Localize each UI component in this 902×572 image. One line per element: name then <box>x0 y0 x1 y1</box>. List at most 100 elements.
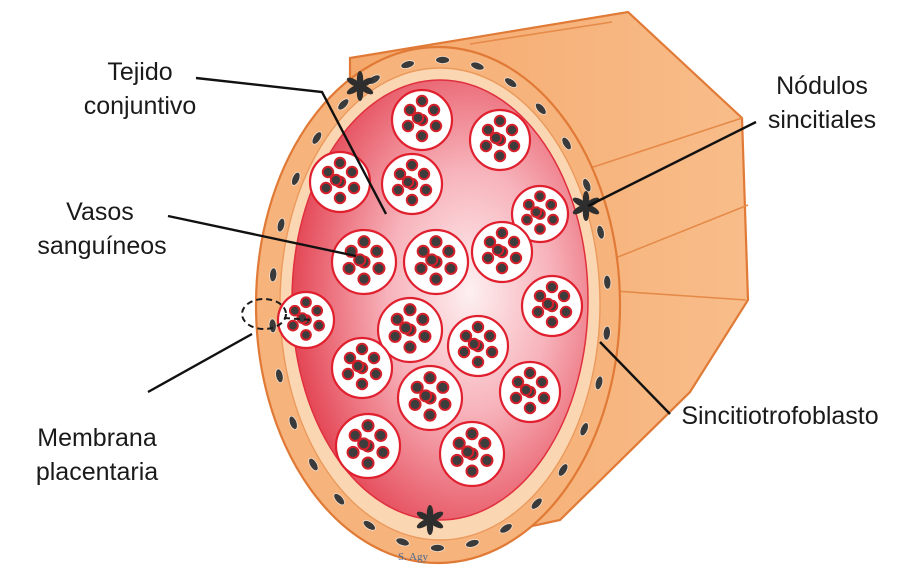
blood-cell <box>525 403 535 413</box>
label-vasos-line1: Vasos <box>66 198 134 226</box>
blood-cell <box>314 321 324 331</box>
blood-vessel <box>332 338 392 398</box>
blood-cell <box>417 96 427 106</box>
blood-vessel <box>440 422 504 486</box>
blood-cell <box>413 113 423 123</box>
blood-cell <box>358 236 369 247</box>
blood-cell <box>497 228 507 238</box>
label-tejido-conjuntivo: Tejido conjuntivo <box>84 58 197 120</box>
blood-cell <box>548 215 558 225</box>
blood-cell <box>403 121 413 131</box>
blood-cell <box>417 314 428 325</box>
blood-cell <box>543 299 553 309</box>
blood-cell <box>466 428 477 439</box>
blood-cell <box>487 347 497 357</box>
blood-cell <box>321 183 331 193</box>
blood-cell <box>403 177 413 187</box>
blood-cell <box>407 195 417 205</box>
blood-cell <box>348 447 359 458</box>
blood-cell <box>454 438 465 449</box>
label-tejido-line2: conjuntivo <box>84 92 197 120</box>
blood-vessel <box>522 276 582 336</box>
blood-cell <box>495 151 505 161</box>
blood-cell <box>419 169 429 179</box>
blood-cell <box>525 368 535 378</box>
blood-cell <box>400 322 411 333</box>
label-vasos-line2: sanguíneos <box>37 232 166 260</box>
blood-cell <box>344 263 355 274</box>
blood-vessel <box>336 414 400 478</box>
blood-cell <box>483 253 493 263</box>
blood-cell <box>349 183 359 193</box>
blood-cell <box>331 175 341 185</box>
syncytial-nucleus <box>436 56 450 64</box>
blood-cell <box>539 393 549 403</box>
blood-cell <box>420 390 431 401</box>
blood-vessel <box>472 222 532 282</box>
blood-cell <box>535 224 545 234</box>
blood-cell <box>358 274 369 285</box>
blood-cell <box>424 372 435 383</box>
blood-vessel <box>332 230 396 294</box>
artist-signature: S. Agy <box>398 551 428 563</box>
blood-cell <box>531 207 541 217</box>
blood-cell <box>404 304 415 315</box>
blood-cell <box>452 455 463 466</box>
blood-cell <box>473 357 483 367</box>
blood-cell <box>426 254 437 265</box>
blood-cell <box>421 185 431 195</box>
blood-cell <box>547 317 557 327</box>
blood-vessel <box>310 152 370 212</box>
blood-cell <box>430 236 441 247</box>
blood-cell <box>312 306 322 316</box>
blood-cell <box>522 215 532 225</box>
blood-cell <box>375 430 386 441</box>
blood-cell <box>347 167 357 177</box>
blood-vessel <box>382 154 442 214</box>
blood-vessel <box>470 110 530 170</box>
label-vasos-sanguineos: Vasos sanguíneos <box>37 198 166 260</box>
blood-cell <box>410 399 421 410</box>
leader-membrana <box>148 334 252 392</box>
blood-cell <box>559 291 569 301</box>
blood-cell <box>393 185 403 195</box>
blood-cell <box>430 274 441 285</box>
blood-cell <box>301 297 311 307</box>
blood-cell <box>357 344 367 354</box>
blood-cell <box>301 330 311 340</box>
blood-cell <box>390 331 401 342</box>
blood-cell <box>369 353 379 363</box>
blood-cell <box>416 263 427 274</box>
blood-cell <box>511 393 521 403</box>
label-nodulos-sincitiales: Nódulos sincitiales <box>768 72 876 134</box>
blood-cell <box>424 410 435 421</box>
blood-cell <box>343 369 353 379</box>
blood-cell <box>466 466 477 477</box>
blood-cell <box>497 263 507 273</box>
blood-cell <box>373 263 384 274</box>
label-sincitiotrofoblasto: Sincitiotrofoblasto <box>681 402 878 430</box>
blood-cell <box>439 399 450 410</box>
blood-cell <box>353 361 363 371</box>
blood-cell <box>377 447 388 458</box>
label-nodulos-line1: Nódulos <box>776 72 868 100</box>
blood-cell <box>431 121 441 131</box>
blood-cell <box>358 438 369 449</box>
blood-cell <box>362 458 373 469</box>
blood-cell <box>412 382 423 393</box>
blood-cell <box>288 321 298 331</box>
blood-cell <box>429 105 439 115</box>
blood-cell <box>481 455 492 466</box>
blood-cell <box>479 438 490 449</box>
blood-cell <box>561 307 571 317</box>
blood-cell <box>537 377 547 387</box>
blood-cell <box>547 282 557 292</box>
syncytial-nucleus <box>430 544 444 552</box>
blood-cell <box>509 237 519 247</box>
label-membrana-line1: Membrana <box>37 424 157 452</box>
blood-cell <box>546 200 556 210</box>
blood-cell <box>417 131 427 141</box>
blood-cell <box>357 379 367 389</box>
blood-cell <box>533 307 543 317</box>
